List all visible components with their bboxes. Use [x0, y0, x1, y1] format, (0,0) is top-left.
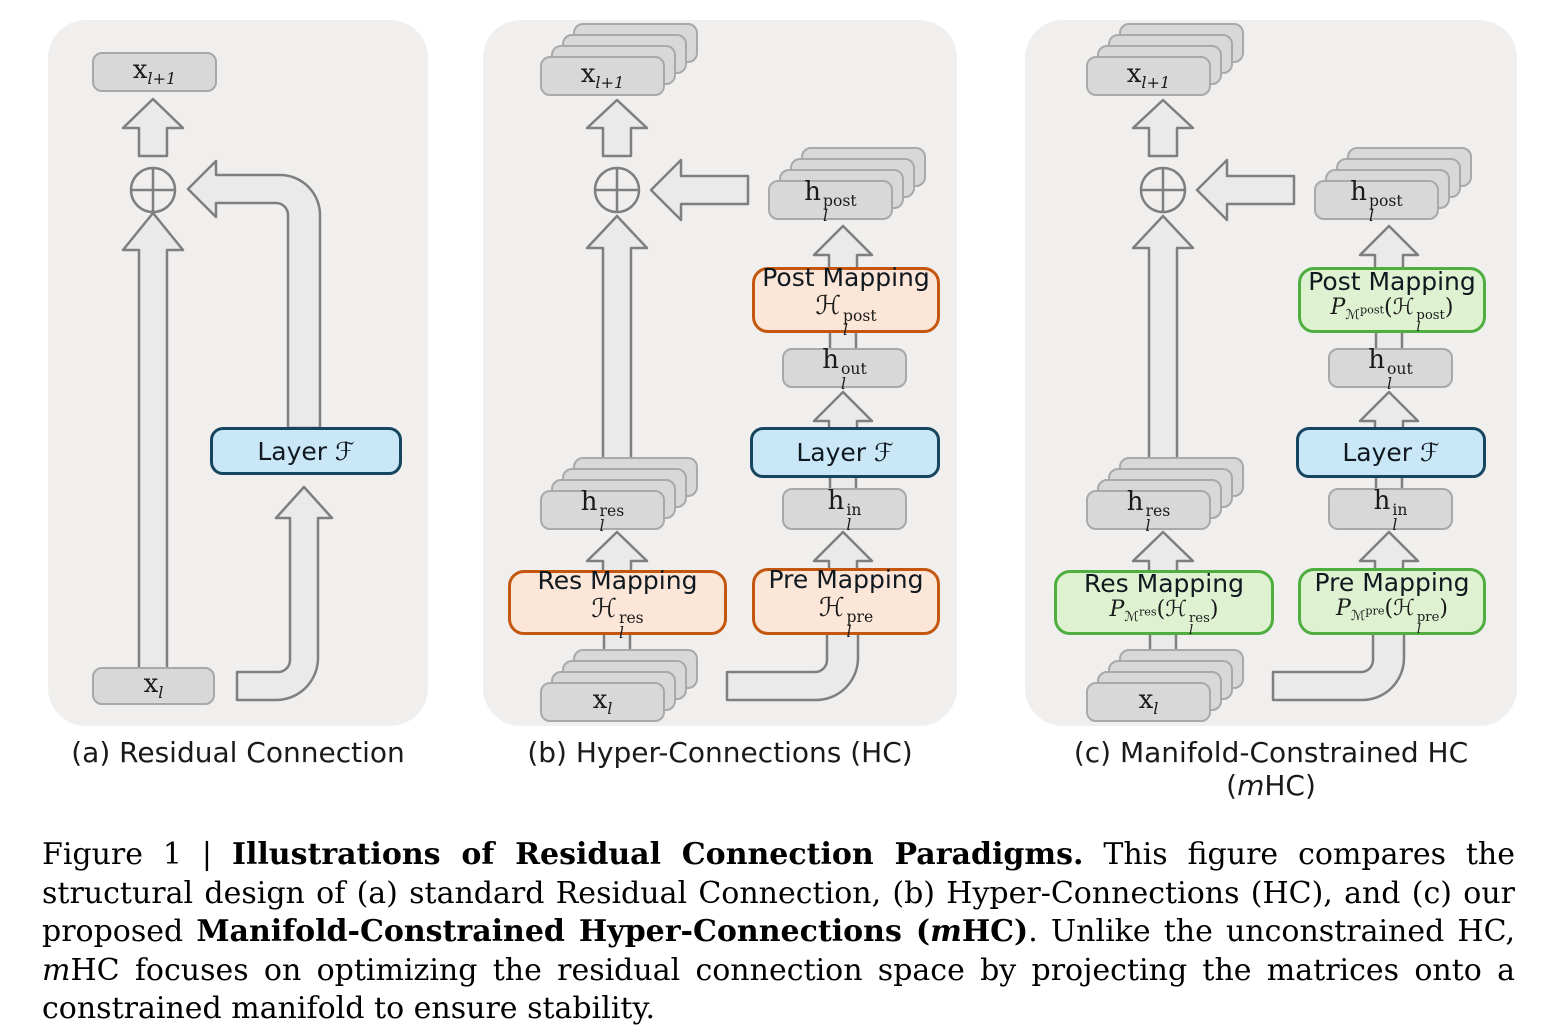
- arrow-layer-to-hout-b: [812, 390, 874, 432]
- panel-a-caption: (a) Residual Connection: [71, 736, 405, 769]
- arrow-up-to-output-c: [1131, 98, 1195, 158]
- arrow-resmap-to-hres-c: [1131, 530, 1195, 574]
- stack-x-next-b: xl+1: [540, 23, 698, 96]
- stack-x-next-c: xl+1: [1086, 23, 1244, 96]
- panel-c-caption: (c) Manifold-Constrained HC (mHC): [1073, 736, 1469, 802]
- arrow-hres-to-add-b: [585, 214, 649, 474]
- arrow-hpost-to-add-c: [1195, 158, 1296, 222]
- pipe-input-to-premap-c: [1271, 631, 1406, 702]
- node-layer-f-a: Layer ℱ: [210, 427, 402, 475]
- arrow-residual-up-a: [121, 211, 185, 672]
- panel-b-caption: (b) Hyper-Connections (HC): [527, 736, 913, 769]
- stack-x-input-c: xl: [1086, 649, 1244, 722]
- node-x-next-a: xl+1: [92, 52, 217, 92]
- diagram-arrows: [121, 97, 1420, 702]
- panel-residual-connection: [48, 20, 428, 726]
- arrow-up-to-output-b: [585, 98, 649, 158]
- add-operator-cross: [595, 168, 639, 212]
- pipe-layer-output-to-add-a: [186, 159, 322, 430]
- figure-caption: Figure 1 | Illustrations of Residual Con…: [42, 837, 1516, 1026]
- arrow-premap-to-hin-c: [1358, 530, 1420, 572]
- arrow-postmap-to-hpost-c: [1358, 224, 1420, 272]
- pipe-input-to-premap-b: [725, 631, 860, 702]
- arrow-hres-to-add-c: [1131, 214, 1195, 474]
- stack-x-input-b: xl: [540, 649, 698, 722]
- node-x-input-a: xl: [92, 667, 215, 705]
- arrow-layer-to-hout-c: [1358, 390, 1420, 432]
- arrow-hpost-to-add-b: [649, 158, 750, 222]
- arrow-up-to-output-a: [121, 97, 185, 158]
- node-layer-f-b: Layer ℱ: [750, 427, 940, 478]
- pipe-input-to-layer-a: [235, 485, 334, 702]
- node-layer-f-c: Layer ℱ: [1296, 427, 1486, 478]
- add-operator-cross: [131, 168, 175, 212]
- add-operator-cross: [1141, 168, 1185, 212]
